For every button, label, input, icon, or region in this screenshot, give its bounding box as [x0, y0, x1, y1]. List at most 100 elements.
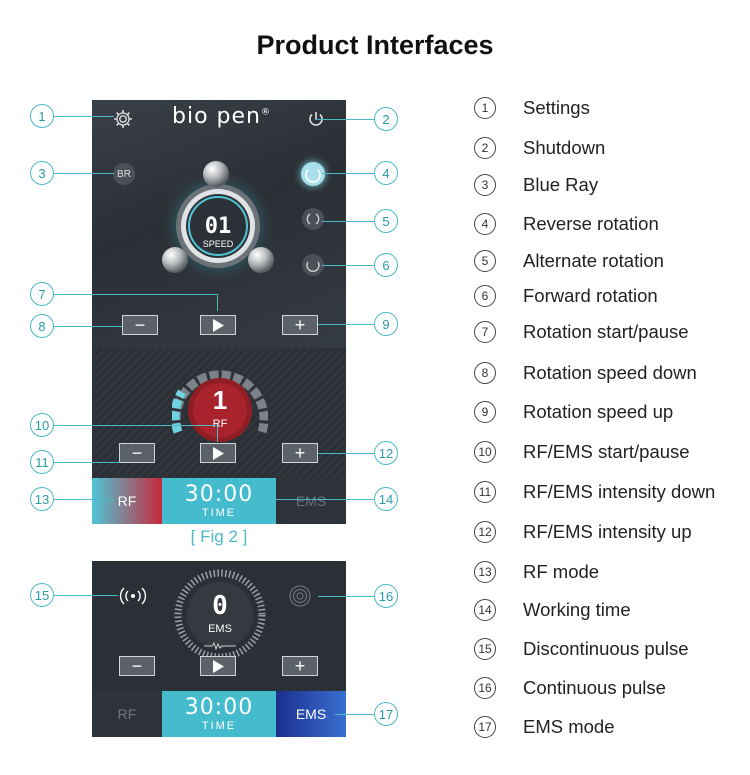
rf-start-pause-button[interactable]	[200, 443, 236, 463]
time-value: 30:00	[184, 482, 254, 507]
legend-number: 4	[474, 213, 496, 235]
callout-16: 16	[374, 584, 398, 608]
time-value: 30:00	[184, 695, 254, 720]
brand-logo: bio pen®	[172, 104, 271, 129]
plus-label: +	[294, 315, 306, 335]
legend-number: 6	[474, 285, 496, 307]
callout-line	[54, 173, 114, 175]
ems-mode-label: EMS	[295, 493, 327, 509]
callout-14: 14	[374, 487, 398, 511]
discontinuous-pulse-icon[interactable]	[118, 585, 148, 607]
callout-17: 17	[374, 702, 398, 726]
callout-line	[54, 116, 114, 118]
ems-mode-button[interactable]: EMS	[276, 478, 346, 524]
legend-item: 11 RF/EMS intensity down	[474, 481, 715, 503]
legend-number: 12	[474, 521, 496, 543]
legend-text: RF/EMS intensity down	[523, 481, 716, 502]
legend-text: Continuous pulse	[523, 677, 666, 698]
blue-ray-label: BR	[117, 168, 131, 180]
callout-13: 13	[30, 487, 54, 511]
rf-gauge: 1 RF	[170, 362, 269, 442]
callout-9: 9	[374, 312, 398, 336]
power-icon[interactable]	[306, 109, 326, 129]
alternate-rotation-icon[interactable]	[302, 208, 324, 230]
legend-item: 12 RF/EMS intensity up	[474, 521, 692, 543]
ems-intensity-up-button[interactable]: +	[282, 656, 318, 676]
pulse-wave-icon	[204, 637, 236, 651]
reverse-rotation-icon[interactable]	[301, 162, 325, 186]
legend-text: RF/EMS intensity up	[523, 521, 692, 542]
legend-text: Rotation speed up	[523, 401, 674, 422]
legend-text: Reverse rotation	[523, 213, 659, 234]
ems-intensity-down-button[interactable]: −	[119, 656, 155, 676]
gear-icon[interactable]	[112, 108, 134, 130]
rotation-speed-up-button[interactable]: +	[282, 315, 318, 335]
callout-11: 11	[30, 450, 54, 474]
callout-line	[315, 119, 374, 121]
speed-value: 01	[204, 214, 232, 239]
working-time[interactable]: 30:00 TIME	[162, 691, 276, 737]
legend-number: 11	[474, 481, 496, 503]
callout-2: 2	[374, 107, 398, 131]
rf-intensity-up-button[interactable]: +	[282, 443, 318, 463]
rf-panel: 1 RF − +	[92, 348, 346, 478]
legend-item: 2 Shutdown	[474, 137, 605, 159]
ems-mode-button[interactable]: EMS	[276, 691, 346, 737]
legend-text: Blue Ray	[523, 174, 599, 195]
legend-number: 10	[474, 441, 496, 463]
legend-number: 2	[474, 137, 496, 159]
blue-ray-button[interactable]: BR	[113, 163, 135, 185]
legend-number: 14	[474, 599, 496, 621]
plus-label: +	[294, 443, 306, 463]
continuous-pulse-icon[interactable]	[288, 584, 312, 608]
ems-start-pause-button[interactable]	[200, 656, 236, 676]
play-icon	[213, 318, 224, 332]
legend-number: 16	[474, 677, 496, 699]
callout-4: 4	[374, 161, 398, 185]
rotation-speed-down-button[interactable]: −	[122, 315, 158, 335]
legend-item: 17 EMS mode	[474, 716, 615, 738]
callout-line	[318, 453, 374, 455]
speed-label: SPEED	[202, 239, 234, 249]
rf-mode-label: RF	[117, 493, 137, 509]
callout-3: 3	[30, 161, 54, 185]
play-icon	[213, 446, 224, 460]
legend-text: Forward rotation	[523, 285, 658, 306]
rf-intensity-down-button[interactable]: −	[119, 443, 155, 463]
legend-item: 4 Reverse rotation	[474, 213, 659, 235]
legend-number: 9	[474, 401, 496, 423]
legend-item: 16 Continuous pulse	[474, 677, 666, 699]
legend-number: 8	[474, 362, 496, 384]
callout-line	[322, 221, 374, 223]
callout-12: 12	[374, 441, 398, 465]
legend-text: Rotation start/pause	[523, 321, 689, 342]
rf-mode-button[interactable]: RF	[92, 691, 162, 737]
forward-rotation-icon[interactable]	[302, 254, 324, 276]
legend-item: 6 Forward rotation	[474, 285, 658, 307]
legend-text: Alternate rotation	[523, 250, 664, 271]
callout-6: 6	[374, 253, 398, 277]
legend-text: Discontinuous pulse	[523, 638, 689, 659]
callout-line	[250, 499, 374, 501]
working-time[interactable]: 30:00 TIME	[162, 478, 276, 524]
callout-line	[54, 595, 118, 597]
play-icon	[213, 659, 224, 673]
callout-line	[217, 425, 219, 442]
legend-number: 17	[474, 716, 496, 738]
plus-label: +	[294, 656, 306, 676]
rf-mode-button[interactable]: RF	[92, 478, 162, 524]
rotation-start-pause-button[interactable]	[200, 315, 236, 335]
legend-text: Shutdown	[523, 137, 606, 158]
legend-text: EMS mode	[523, 716, 615, 737]
minus-label: −	[131, 443, 143, 463]
mode-bar-rf: RF 30:00 TIME EMS	[92, 478, 346, 524]
legend-number: 1	[474, 97, 496, 119]
